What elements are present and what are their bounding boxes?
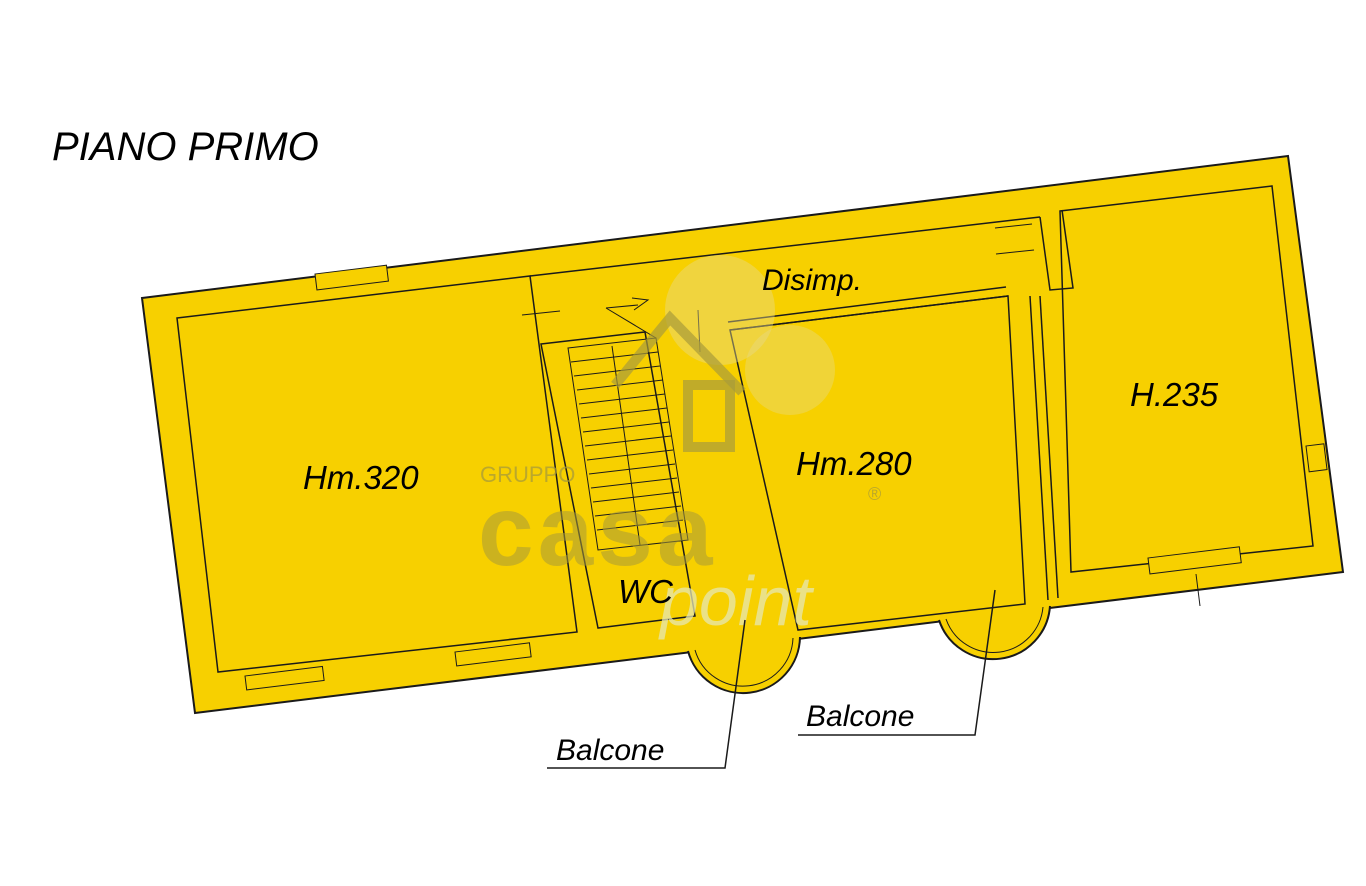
corridor-wall-inner-2 — [727, 286, 1007, 323]
room-center-outline — [729, 295, 1026, 631]
balcone-left-inner — [694, 637, 794, 687]
stair-outline — [567, 337, 689, 551]
watermark-sub: point — [658, 562, 814, 640]
watermark-group: GRUPPO — [480, 462, 575, 487]
balcone-leaders — [547, 589, 996, 769]
wc-label: WC — [618, 573, 674, 610]
balcone-right-leader — [798, 589, 996, 736]
balcone-left-leader — [547, 619, 746, 769]
balcone-right-inner — [945, 606, 1044, 654]
partition-right-2 — [1039, 295, 1059, 599]
room-right-label: H.235 — [1130, 376, 1219, 413]
casa-point-watermark: GRUPPO casa point ® — [478, 255, 881, 640]
building-outline — [140, 154, 1345, 715]
staircase — [567, 297, 689, 551]
watermark-brand: casa — [478, 475, 716, 587]
partition-right — [1029, 295, 1049, 601]
room-left-label: Hm.320 — [303, 459, 419, 496]
room-right-outline — [1059, 185, 1314, 573]
disimpegno-label: Disimp. — [762, 264, 862, 297]
stair-block-outline — [540, 331, 696, 629]
openings — [244, 223, 1328, 691]
balcone-left-label: Balcone — [556, 734, 664, 767]
balcone-right-label: Balcone — [806, 700, 914, 733]
balcone-right-shape — [938, 605, 1051, 661]
room-center-label: Hm.280 — [796, 445, 912, 482]
room-left-outline — [176, 275, 578, 673]
corridor-end-wall — [1039, 209, 1074, 291]
watermark-registered: ® — [868, 484, 881, 504]
interior-walls — [176, 185, 1314, 673]
corridor-wall — [529, 216, 1041, 277]
plan-title: PIANO PRIMO — [52, 125, 319, 169]
watermark-house-icon — [611, 310, 746, 396]
balcone-left-shape — [687, 636, 801, 695]
